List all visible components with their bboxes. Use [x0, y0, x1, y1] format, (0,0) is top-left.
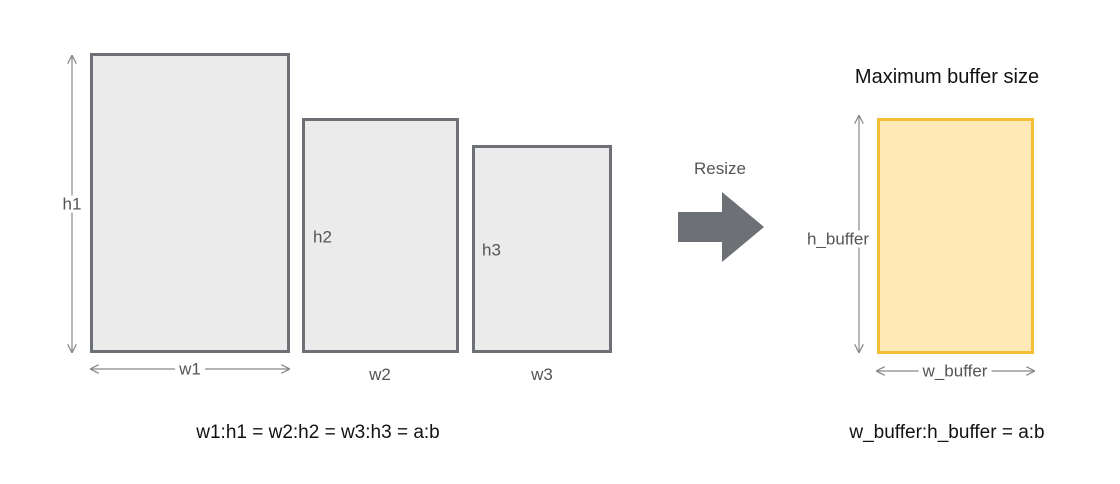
maximum-buffer-size-title: Maximum buffer size — [854, 66, 1040, 88]
image-box-2 — [302, 118, 459, 353]
h-buffer-label: h_buffer — [802, 230, 874, 248]
image-box-3 — [472, 145, 612, 353]
ratio-formula-right: w_buffer:h_buffer = a:b — [849, 422, 1045, 443]
right-arrow-icon — [678, 192, 764, 262]
w3-label: w3 — [531, 365, 553, 384]
h2-label: h2 — [313, 227, 332, 247]
w-buffer-label: w_buffer — [918, 362, 992, 380]
buffer-box — [877, 118, 1034, 354]
ratio-formula-left: w1:h1 = w2:h2 = w3:h3 = a:b — [196, 422, 440, 443]
w1-label: w1 — [175, 360, 205, 378]
h3-label: h3 — [482, 240, 501, 260]
h1-label: h1 — [58, 195, 86, 213]
image-box-1 — [90, 53, 290, 353]
resize-label: Resize — [694, 159, 746, 178]
w2-label: w2 — [369, 365, 391, 384]
